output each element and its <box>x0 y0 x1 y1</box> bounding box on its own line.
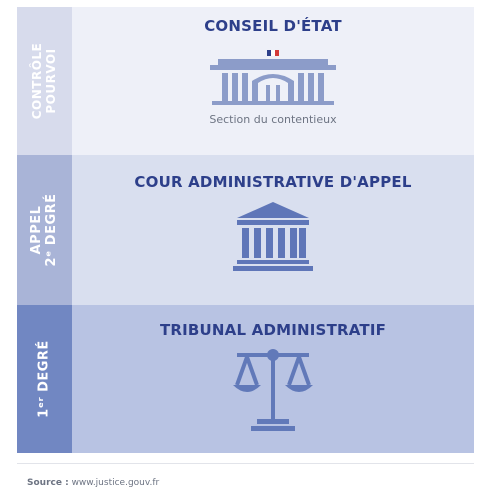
source-url: www.justice.gouv.fr <box>71 478 160 488</box>
side-label-line: 2ᵉ DEGRÉ <box>43 193 59 267</box>
side-label-line: 1ᵉʳ DEGRÉ <box>36 340 52 418</box>
side-label-line: CONTRÔLE <box>29 42 44 120</box>
side-label-line: APPEL <box>28 205 44 255</box>
level-title: COUR ADMINISTRATIVE D'APPEL <box>134 173 412 191</box>
band-cour-appel: COUR ADMINISTRATIVE D'APPEL <box>72 155 474 305</box>
side-label-controle: CONTRÔLE POURVOI <box>29 42 59 120</box>
up-arrow-icon <box>35 290 53 305</box>
level-title: CONSEIL D'ÉTAT <box>204 17 342 35</box>
side-band-controle: CONTRÔLE POURVOI <box>17 7 72 155</box>
side-label-premier-degre: 1ᵉʳ DEGRÉ <box>36 340 52 418</box>
source-credit: Source : www.justice.gouv.fr <box>27 478 159 488</box>
level-title: TRIBUNAL ADMINISTRATIF <box>159 321 387 339</box>
up-arrow-icon <box>35 140 53 155</box>
side-band-appel: APPEL 2ᵉ DEGRÉ <box>17 155 72 305</box>
conseil-etat-building-icon <box>208 55 338 111</box>
side-label-appel: APPEL 2ᵉ DEGRÉ <box>28 193 60 267</box>
band-conseil-etat: CONSEIL D'ÉTAT <box>72 7 474 155</box>
courthouse-icon <box>233 200 313 276</box>
side-label-line: POURVOI <box>43 48 58 114</box>
side-band-premier-degre: 1ᵉʳ DEGRÉ <box>17 305 72 453</box>
level-subtitle: Section du contentieux <box>209 113 337 126</box>
french-flag-icon <box>267 41 279 56</box>
band-tribunal: TRIBUNAL ADMINISTRATIF <box>72 305 474 453</box>
divider <box>17 463 474 464</box>
scales-of-justice-icon <box>231 347 315 437</box>
source-label: Source : <box>27 478 69 488</box>
